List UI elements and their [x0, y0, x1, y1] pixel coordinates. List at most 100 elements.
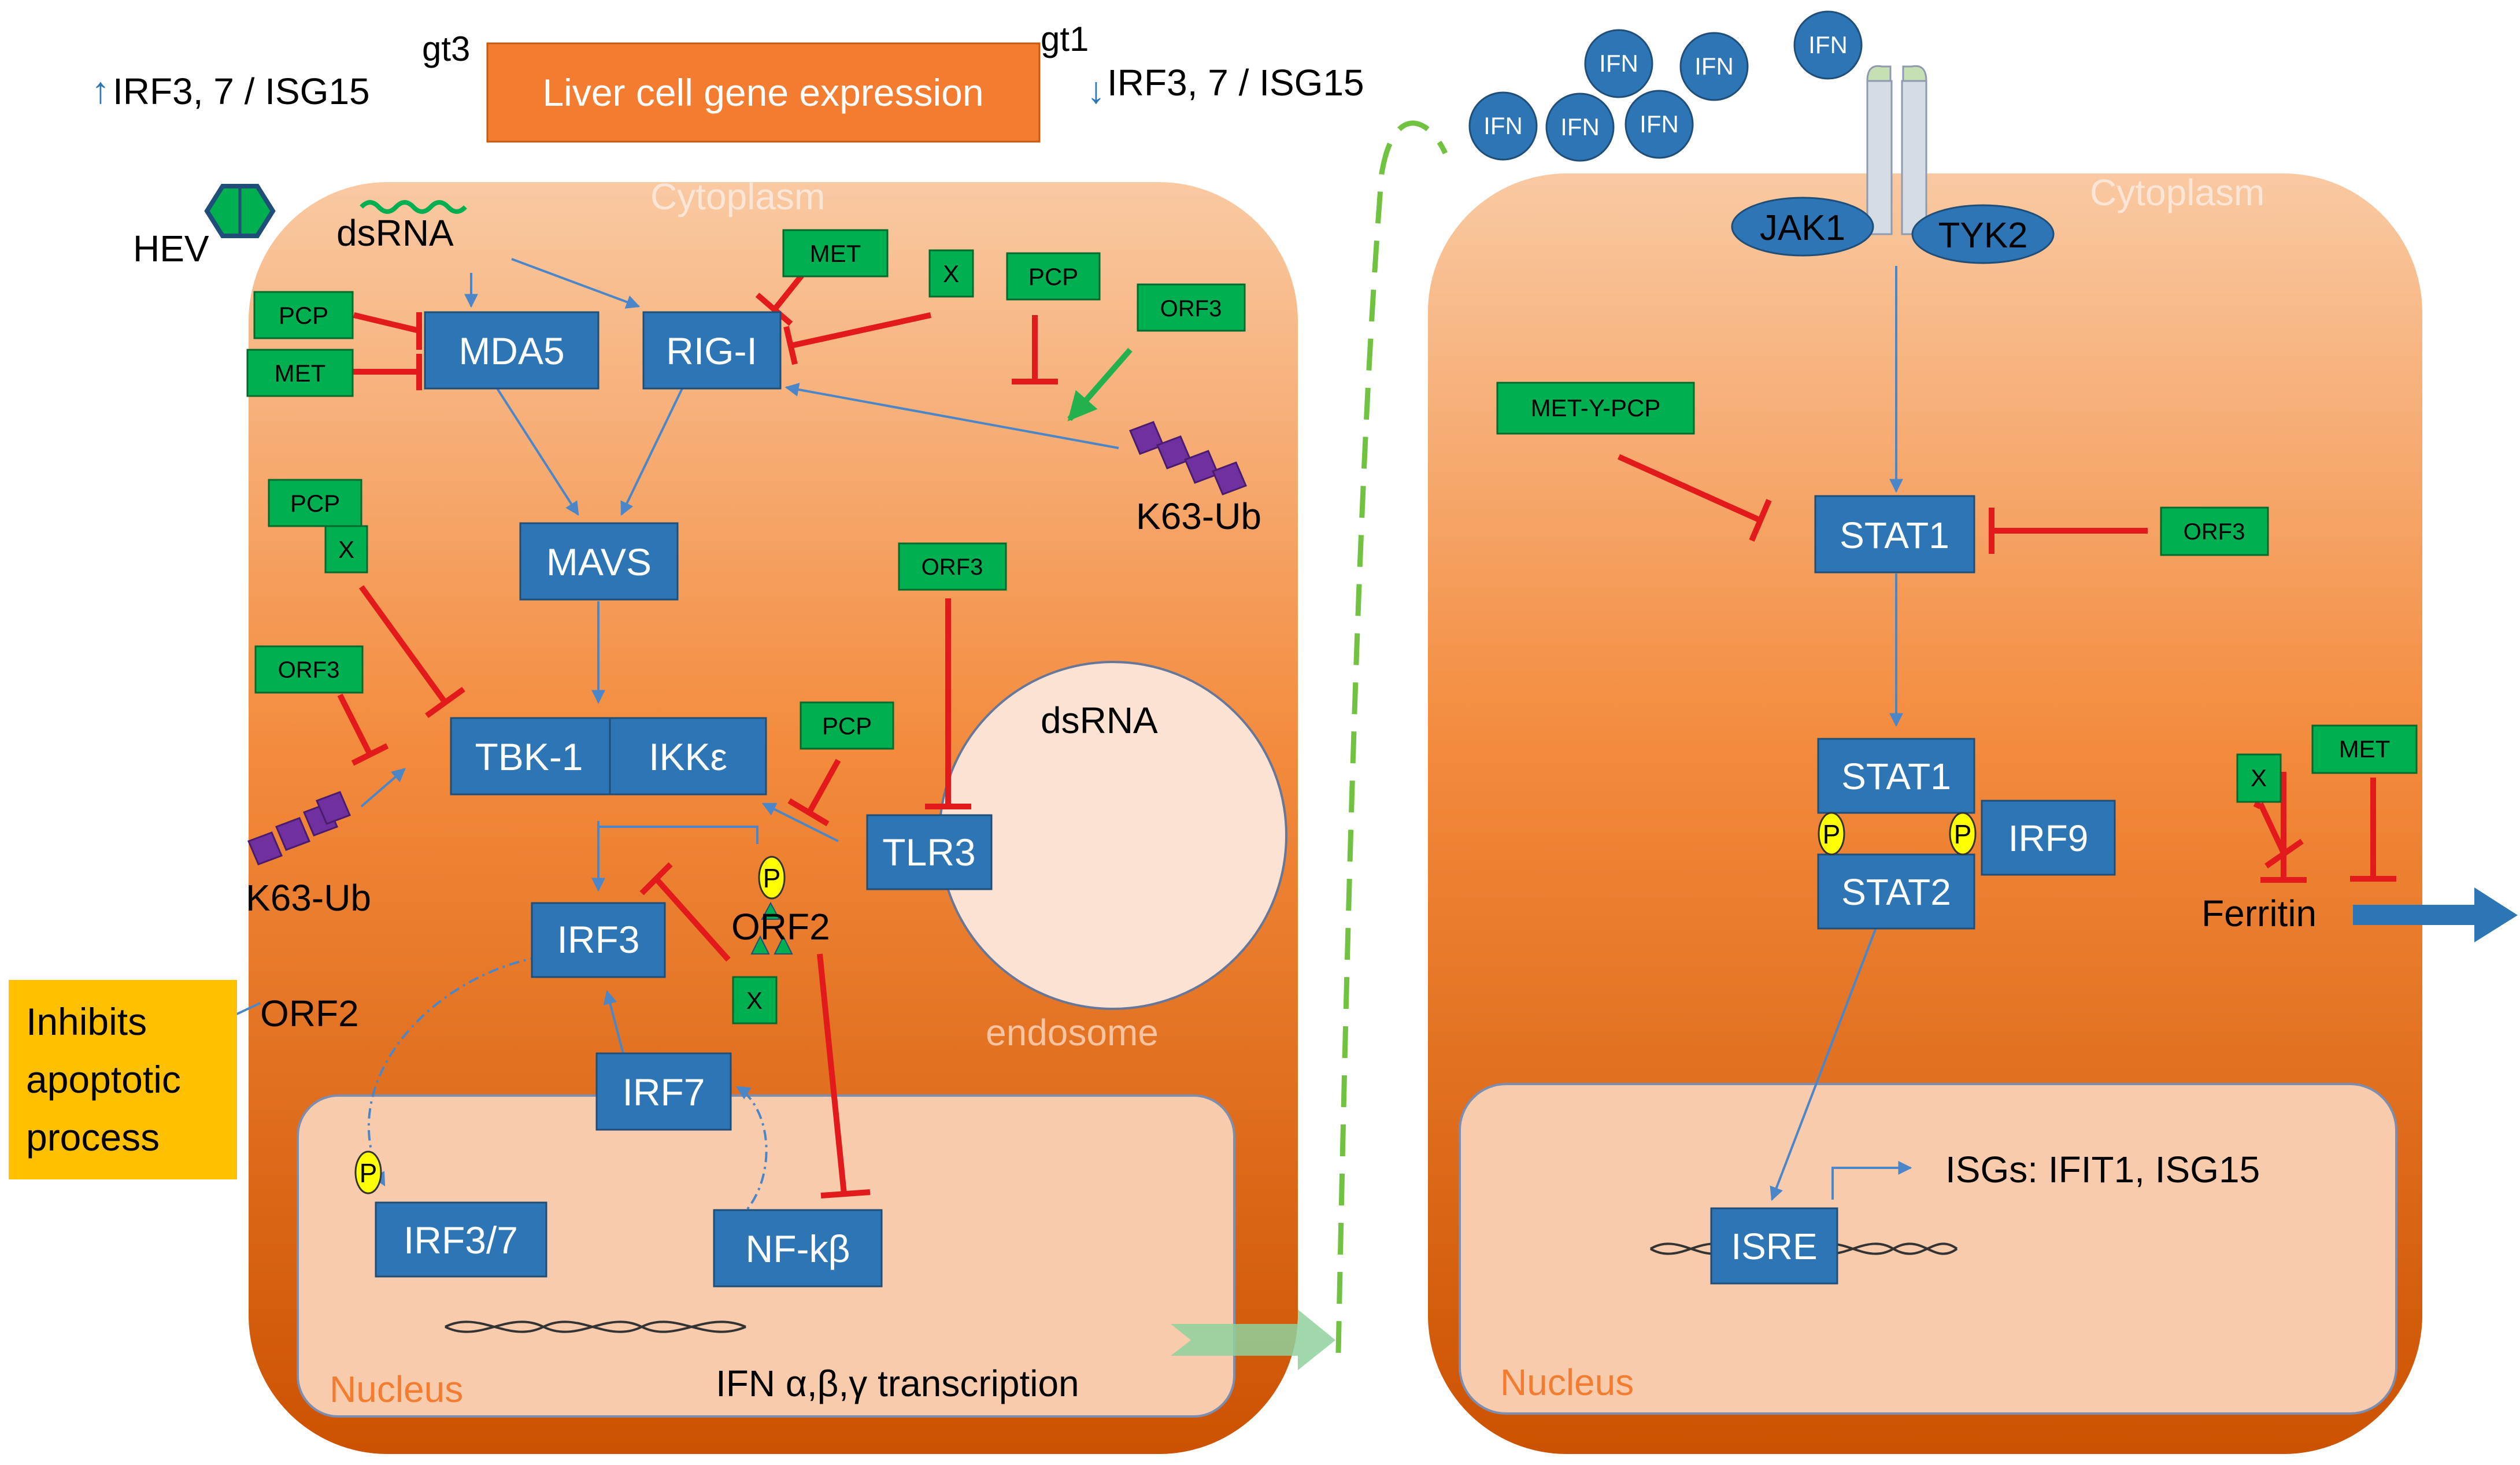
- orf2-phospho-marker: [758, 856, 786, 900]
- svg-text:MET: MET: [275, 360, 326, 387]
- irf37-phospho-marker: [354, 1150, 382, 1194]
- stat1-complex-node: STAT1: [1817, 738, 1975, 814]
- right-activation-arrows: [1770, 266, 1912, 1201]
- svg-text:IKKε: IKKε: [649, 735, 727, 778]
- svg-text:MDA5: MDA5: [458, 330, 564, 372]
- svg-text:ORF3: ORF3: [922, 554, 983, 580]
- svg-text:PCP: PCP: [279, 302, 328, 329]
- svg-text:IFN: IFN: [1640, 110, 1679, 138]
- ferritin-export-arrow: [2353, 887, 2518, 942]
- orf3-tlr3-box: ORF3: [898, 542, 1007, 591]
- k63-ub-label-left: K63-Ub: [246, 877, 371, 919]
- orf2-triangle-icon-2: [750, 935, 770, 955]
- orf2-triangle-icon-1: [761, 901, 780, 920]
- svg-text:IFN: IFN: [1694, 53, 1734, 80]
- ifn-molecule: IFN: [1545, 93, 1615, 162]
- svg-text:ORF3: ORF3: [1160, 296, 1222, 321]
- svg-text:RIG-I: RIG-I: [666, 330, 757, 372]
- left-nucleus-label: Nucleus: [330, 1368, 463, 1410]
- met-mda5-box: MET: [246, 349, 354, 397]
- ferritin-label: Ferritin: [2201, 893, 2317, 934]
- jak1-node: JAK1: [1731, 197, 1874, 257]
- svg-text:MAVS: MAVS: [546, 541, 652, 583]
- orf3-top-box: ORF3: [1137, 283, 1246, 332]
- orf2-left-label: ORF2: [260, 993, 359, 1034]
- right-inhibition-lines: [1617, 454, 2307, 883]
- left-dna-helix-icon: [445, 1320, 746, 1333]
- stat1-phospho-left: P: [1818, 812, 1845, 856]
- svg-text:MET: MET: [810, 240, 861, 267]
- pcp-tlr3-box: PCP: [800, 701, 894, 750]
- svg-text:STAT1: STAT1: [1840, 515, 1949, 556]
- svg-text:ORF3: ORF3: [2184, 519, 2245, 545]
- svg-text:X: X: [2251, 764, 2267, 791]
- svg-text:PCP: PCP: [1028, 263, 1078, 290]
- left-cytoplasm-label: Cytoplasm: [650, 176, 825, 217]
- down-arrow: ↓: [1087, 69, 1105, 111]
- apoptosis-box: [9, 980, 237, 1179]
- up-arrow: ↑: [91, 69, 110, 111]
- orf3-stat1-box: ORF3: [2160, 506, 2269, 556]
- pcp-left-box: PCP: [268, 479, 362, 527]
- svg-text:JAK1: JAK1: [1760, 208, 1845, 248]
- mda5-node: MDA5: [424, 311, 600, 390]
- left-cell: Cytoplasm Nucleus endosome dsRNA: [249, 176, 1298, 1454]
- x-ferritin-box: X: [2236, 753, 2282, 803]
- svg-text:TBK-1: TBK-1: [475, 735, 583, 778]
- isre-node: ISRE: [1710, 1207, 1838, 1285]
- ifn-transcription-label: IFN α,β,γ transcription: [716, 1363, 1079, 1404]
- svg-text:MET: MET: [2339, 735, 2391, 763]
- svg-text:IFN: IFN: [1560, 113, 1600, 140]
- svg-text:IFN: IFN: [1483, 112, 1523, 139]
- met-y-pcp-box: MET-Y-PCP: [1496, 382, 1695, 435]
- svg-text:IFN: IFN: [1808, 31, 1848, 58]
- orf3-left-box: ORF3: [254, 645, 364, 694]
- met-rigi-box: MET: [782, 229, 889, 278]
- ifn-molecule: IFN: [1584, 29, 1653, 98]
- svg-text:IRF9: IRF9: [2008, 817, 2089, 859]
- k63-ub-chain-icon-left: [247, 791, 351, 865]
- stat1-phospho-right: P: [1949, 812, 1977, 856]
- orf2-center-label: ORF2: [731, 906, 830, 948]
- svg-text:X: X: [338, 536, 354, 563]
- ifn-molecule: IFN: [1793, 10, 1863, 80]
- mavs-node: MAVS: [519, 522, 679, 601]
- x-irf3-box: X: [732, 976, 778, 1024]
- svg-text:IRF3: IRF3: [557, 918, 639, 961]
- svg-text:STAT1: STAT1: [1841, 756, 1951, 797]
- svg-text:NF-kβ: NF-kβ: [746, 1227, 850, 1270]
- k63-ub-chain-icon-top: [1129, 421, 1247, 495]
- stat2-node: STAT2: [1817, 853, 1975, 930]
- dsrna-top-label: dsRNA: [336, 212, 454, 254]
- svg-text:P: P: [763, 863, 781, 893]
- svg-text:ORF3: ORF3: [278, 657, 340, 683]
- irf3-node: IRF3: [531, 902, 666, 978]
- irf7-node: IRF7: [595, 1052, 732, 1131]
- isgs-label: ISGs: IFIT1, ISG15: [1945, 1149, 2260, 1190]
- tlr3-node: TLR3: [866, 814, 993, 890]
- ifn-molecule: IFN: [1625, 90, 1694, 159]
- pcp-mda5-box: PCP: [253, 291, 354, 339]
- endosome-label: endosome: [986, 1012, 1159, 1053]
- apoptosis-line-2: apoptotic: [26, 1058, 181, 1101]
- orf2-triangle-icon-3: [774, 935, 793, 955]
- apoptosis-line-3: process: [26, 1116, 160, 1159]
- irf9-node: IRF9: [1981, 800, 2116, 876]
- rigi-node: RIG-I: [642, 311, 782, 390]
- hev-label: HEV: [133, 228, 209, 269]
- svg-text:P: P: [360, 1158, 378, 1188]
- left-inhibition-lines: [337, 264, 1058, 1198]
- svg-text:PCP: PCP: [822, 712, 872, 739]
- svg-text:MET-Y-PCP: MET-Y-PCP: [1531, 394, 1661, 421]
- ifn-molecule: IFN: [1468, 91, 1538, 161]
- pcp-top-box: PCP: [1006, 252, 1101, 301]
- x-left-box: X: [324, 525, 368, 574]
- svg-text:TYK2: TYK2: [1938, 216, 2027, 256]
- svg-text:P: P: [1954, 819, 1972, 849]
- right-nucleus-label: Nucleus: [1500, 1362, 1634, 1403]
- transcription-output-arrow: [1171, 1309, 1335, 1370]
- orf3-green-activation-arrow: [1067, 347, 1133, 421]
- endosome-dsrna-label: dsRNA: [1041, 700, 1158, 741]
- ferritin-inhibit-red: [2258, 778, 2396, 882]
